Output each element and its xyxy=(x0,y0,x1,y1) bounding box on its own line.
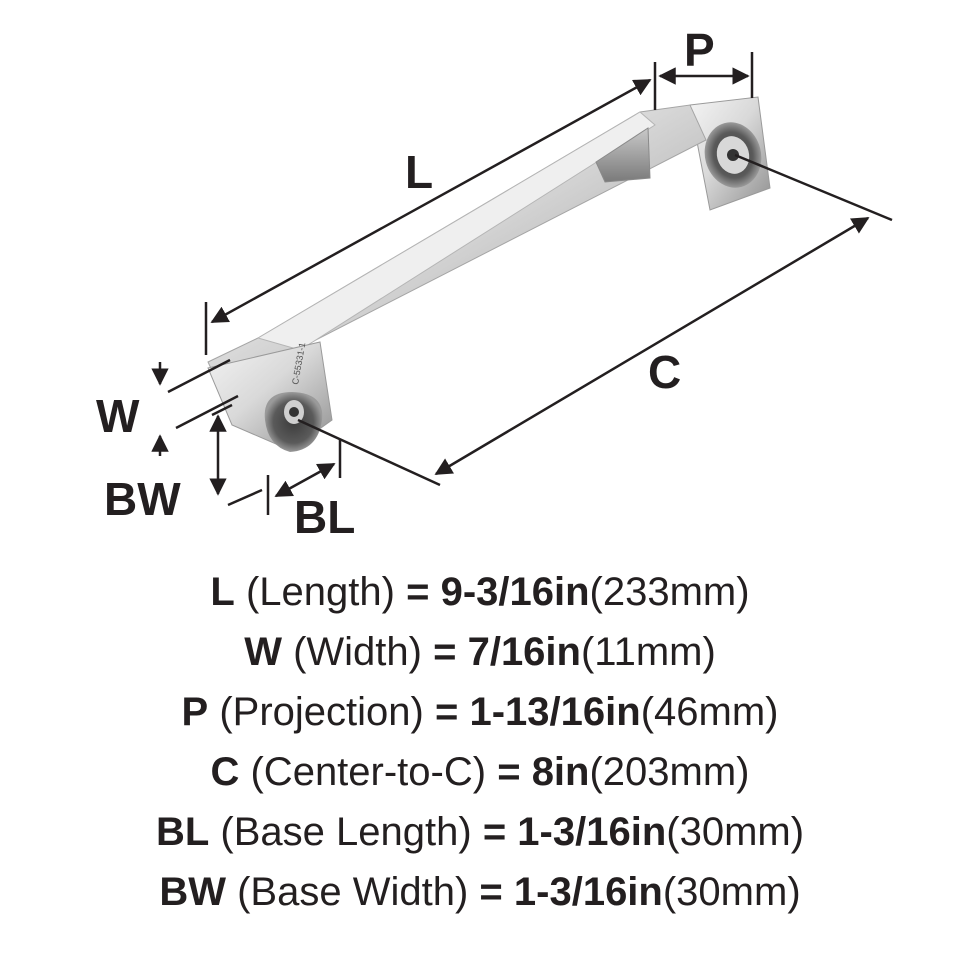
spec-imperial: 9-3/16in xyxy=(440,570,590,614)
spec-equals: = xyxy=(479,870,503,914)
spec-metric: (46mm) xyxy=(640,690,779,734)
spec-imperial: 1-3/16in xyxy=(513,870,663,914)
spec-abbr: P xyxy=(181,690,209,734)
label-base-length: BL xyxy=(294,491,355,543)
label-base-width: BW xyxy=(104,473,181,525)
spec-row-projection: P (Projection) = 1-13/16in(46mm) xyxy=(0,682,960,742)
spec-metric: (11mm) xyxy=(580,630,716,674)
spec-metric: (30mm) xyxy=(666,810,805,854)
spec-abbr: L xyxy=(210,570,235,614)
handle-bar-side xyxy=(256,111,656,351)
label-width: W xyxy=(96,390,140,442)
spec-row-width: W (Width) = 7/16in(11mm) xyxy=(0,622,960,682)
handle-dimension-diagram: C-55331-1 L P C W BW BL xyxy=(96,24,893,543)
spec-name: (Width) xyxy=(293,630,422,674)
spec-equals: = xyxy=(434,690,459,734)
base-length-dimension-line xyxy=(274,462,336,498)
spec-imperial: 1-13/16in xyxy=(469,690,641,734)
spec-abbr: C xyxy=(210,750,240,794)
spec-imperial: 1-3/16in xyxy=(517,810,667,854)
spec-row-center: C (Center-to-C) = 8in(203mm) xyxy=(0,742,960,802)
spec-abbr: BL xyxy=(155,810,210,854)
dimension-lines xyxy=(151,52,893,515)
spec-equals: = xyxy=(482,810,507,854)
spec-equals: = xyxy=(406,570,430,614)
spec-row-base-width: BW (Base Width) = 1-3/16in(30mm) xyxy=(0,862,960,922)
spec-equals: = xyxy=(497,750,521,794)
spec-abbr: W xyxy=(244,630,282,674)
spec-metric: (30mm) xyxy=(662,870,801,914)
spec-name: (Projection) xyxy=(219,690,424,734)
cabinet-pull-illustration: C-55331-1 xyxy=(207,96,771,452)
label-projection: P xyxy=(684,24,715,76)
right-socket xyxy=(704,122,762,188)
spec-imperial: 8in xyxy=(531,750,590,794)
spec-row-length: L (Length) = 9-3/16in(233mm) xyxy=(0,562,960,622)
label-center: C xyxy=(648,346,681,398)
spec-row-base-length: BL (Base Length) = 1-3/16in(30mm) xyxy=(0,802,960,862)
length-dimension-line xyxy=(210,78,652,324)
spec-name: (Length) xyxy=(245,570,395,614)
spec-name: (Base Width) xyxy=(237,870,469,914)
left-socket xyxy=(264,392,323,452)
spec-equals: = xyxy=(433,630,457,674)
specification-list: L (Length) = 9-3/16in(233mm) W (Width) =… xyxy=(0,562,960,922)
label-length: L xyxy=(405,146,433,198)
spec-abbr: BW xyxy=(159,870,226,914)
spec-name: (Base Length) xyxy=(220,810,472,854)
spec-metric: (233mm) xyxy=(589,570,750,614)
spec-metric: (203mm) xyxy=(589,750,750,794)
spec-name: (Center-to-C) xyxy=(250,750,487,794)
spec-imperial: 7/16in xyxy=(467,630,581,674)
center-dimension-line xyxy=(434,216,870,476)
